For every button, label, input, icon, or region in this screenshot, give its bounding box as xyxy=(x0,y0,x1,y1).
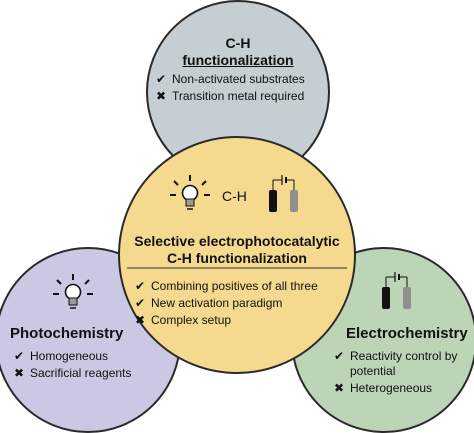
lightbulb-icon xyxy=(53,274,93,309)
center-item: ✔New activation paradigm xyxy=(135,296,283,310)
left-title: Photochemistry xyxy=(10,325,124,342)
left-item: ✔Homogeneous xyxy=(14,349,109,363)
cross-icon: ✖ xyxy=(334,381,345,395)
check-icon: ✔ xyxy=(156,72,167,86)
check-icon: ✔ xyxy=(14,349,25,363)
right-item: potential xyxy=(350,364,396,378)
top-title: C-H xyxy=(225,35,251,51)
center-title: Selective electrophotocatalytic xyxy=(134,233,340,249)
electrolysis-cell-icon xyxy=(269,175,298,212)
right-item: ✔Reactivity control by xyxy=(334,349,458,363)
top-item: ✔Non-activated substrates xyxy=(156,72,305,86)
top-item: ✖Transition metal required xyxy=(156,89,305,103)
check-icon: ✔ xyxy=(334,349,345,363)
center-subtitle: C-H functionalization xyxy=(167,250,307,266)
center-item: ✔Combining positives of all three xyxy=(135,279,318,293)
check-icon: ✔ xyxy=(135,296,146,310)
center-ch-label: C-H xyxy=(222,188,247,204)
check-icon: ✔ xyxy=(135,279,146,293)
cross-icon: ✖ xyxy=(14,366,25,380)
right-item: ✖Heterogeneous xyxy=(334,381,433,395)
top-subtitle: functionalization xyxy=(182,52,294,68)
cross-icon: ✖ xyxy=(135,313,146,327)
left-item: ✖Sacrificial reagents xyxy=(14,366,132,380)
center-item: ✖Complex setup xyxy=(135,313,232,327)
electrolysis-cell-icon xyxy=(382,272,411,309)
cross-icon: ✖ xyxy=(156,89,167,103)
lightbulb-icon xyxy=(170,175,210,210)
right-title: Electrochemistry xyxy=(346,325,468,342)
